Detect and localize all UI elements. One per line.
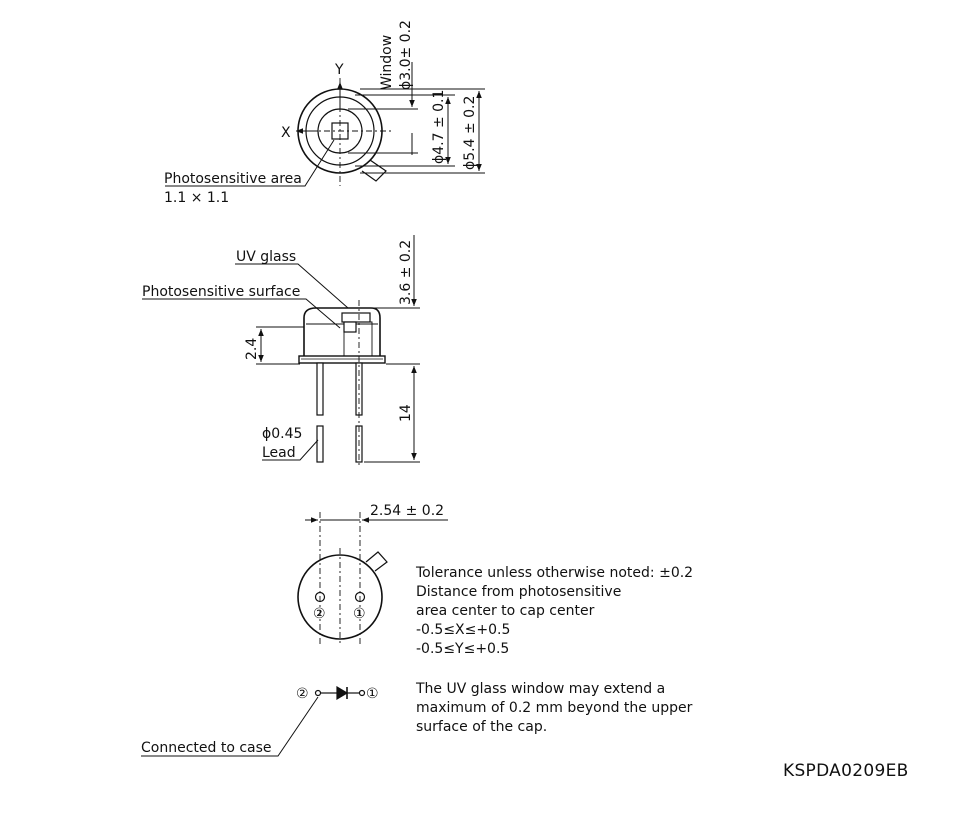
schematic-pin-2-label: ②	[296, 686, 309, 702]
axis-y-label: Y	[334, 62, 344, 78]
lead-leader	[262, 439, 319, 461]
note-line: -0.5≤Y≤+0.5	[416, 641, 510, 657]
bottom-view	[297, 512, 448, 646]
cap-tab	[361, 159, 387, 182]
uv-glass-label: UV glass	[236, 249, 296, 265]
tolerance-notes: Tolerance unless otherwise noted: ±0.2 D…	[416, 564, 693, 659]
window-label: Window	[379, 35, 395, 90]
drawing-code: KSPDA0209EB	[783, 761, 909, 781]
note-line: The UV glass window may extend a	[416, 681, 666, 697]
note-line: Distance from photosensitive	[416, 584, 622, 600]
pin-2-label: ②	[313, 606, 326, 622]
bottom-outline-circle	[297, 554, 383, 640]
photosensitive-surface-label: Photosensitive surface	[142, 284, 300, 300]
height-dimension: 3.6 ± 0.2	[398, 240, 414, 305]
cap-height-dimension: 2.4	[244, 338, 260, 360]
lead-length-dimension: 14	[398, 404, 414, 422]
connected-to-case-label: Connected to case	[141, 740, 272, 756]
outer-diameter-dimension: ϕ5.4 ± 0.2	[462, 96, 478, 170]
note-line: -0.5≤X≤+0.5	[416, 622, 511, 638]
schematic-node-right	[358, 689, 366, 697]
top-view	[165, 62, 485, 187]
lead-left-lower	[316, 425, 324, 463]
pin-spacing-dimension: 2.54 ± 0.2	[370, 503, 444, 519]
chip	[343, 321, 357, 333]
schematic-pin-1-label: ①	[366, 686, 379, 702]
uv-glass	[341, 312, 371, 323]
note-line: Tolerance unless otherwise noted: ±0.2	[416, 565, 694, 581]
note-line: maximum of 0.2 mm beyond the upper	[416, 700, 693, 716]
note-line: surface of the cap.	[416, 719, 548, 735]
uv-glass-leader	[235, 263, 349, 309]
lead-diameter-label: ϕ0.45	[262, 426, 302, 442]
connected-to-case-leader	[141, 696, 319, 757]
lead-label: Lead	[262, 445, 296, 461]
axis-x-label: X	[281, 125, 291, 141]
flange	[298, 355, 386, 364]
note-line: area center to cap center	[416, 603, 595, 619]
schematic	[141, 685, 366, 757]
inner-diameter-dimension: ϕ4.7 ± 0.1	[431, 90, 447, 164]
lead-left-upper	[316, 362, 324, 416]
schematic-node-left	[314, 689, 322, 697]
photosensitive-area-leader	[165, 139, 335, 187]
side-view	[142, 235, 420, 466]
bottom-tab	[365, 551, 388, 572]
pin-1-label: ①	[353, 606, 366, 622]
photosensitive-surface-leader	[142, 298, 341, 329]
uv-glass-note: The UV glass window may extend a maximum…	[416, 680, 692, 737]
window-dimension: ϕ3.0± 0.2	[398, 20, 414, 90]
photosensitive-area-size: 1.1 × 1.1	[164, 190, 229, 206]
photosensitive-area-label: Photosensitive area	[164, 171, 302, 187]
diode-symbol	[336, 685, 349, 701]
